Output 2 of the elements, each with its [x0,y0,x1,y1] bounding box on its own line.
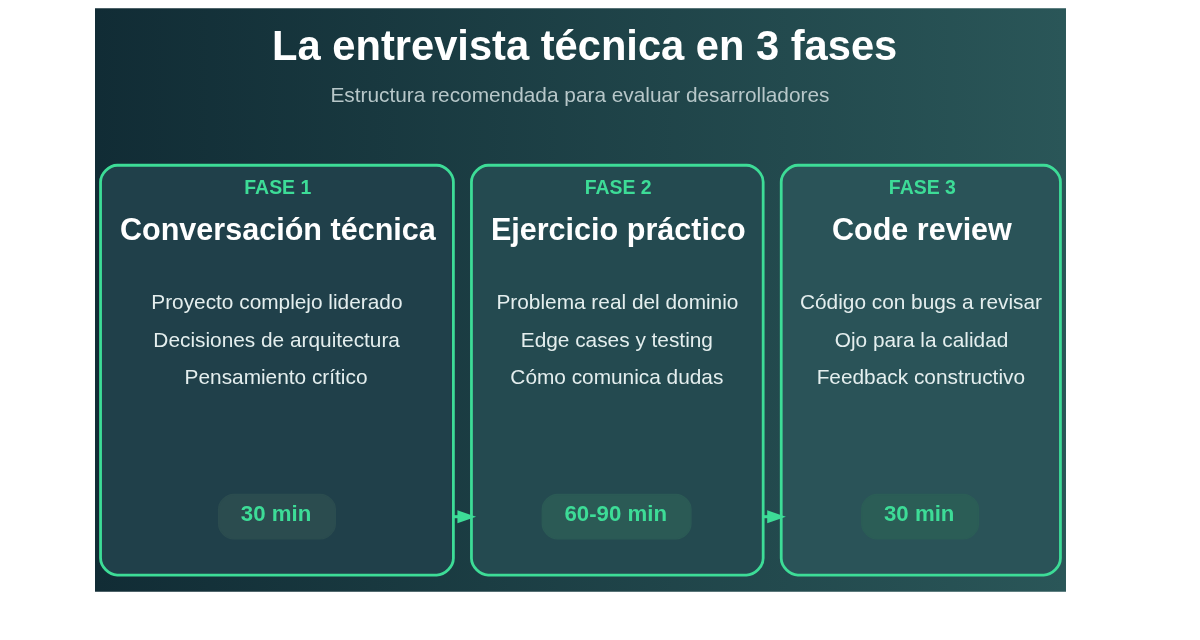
diagram-title: La entrevista técnica en 3 fases [271,22,897,70]
caption: Estructura recomendada para evaluar desarrolladores [329,83,829,107]
